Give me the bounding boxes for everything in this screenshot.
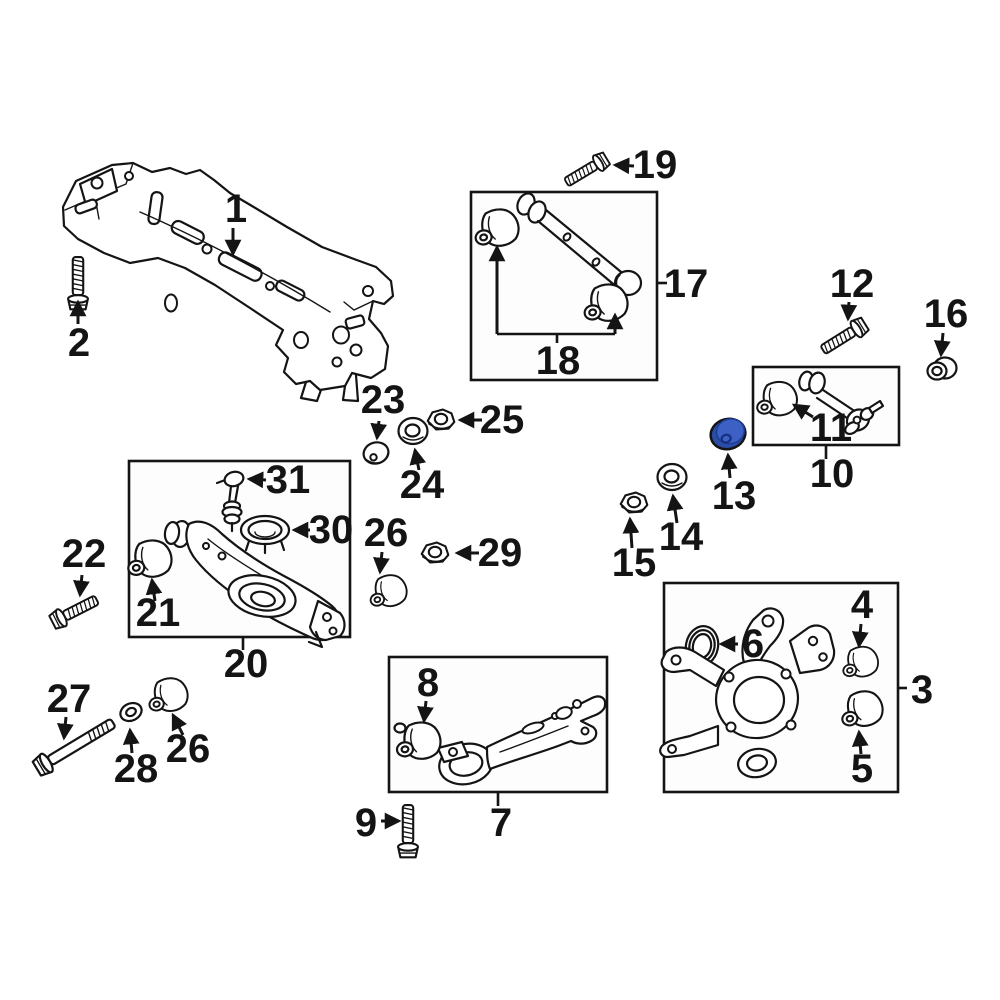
callout-21: 21 <box>136 577 181 635</box>
callout-9: 9 <box>355 801 402 845</box>
callout-7: 7 <box>490 792 512 845</box>
callout-6-label: 6 <box>742 622 764 666</box>
callout-20-label: 20 <box>224 642 269 686</box>
callout-30: 30 <box>291 508 354 552</box>
callout-4: 4 <box>851 583 874 649</box>
callout-27: 27 <box>47 677 92 741</box>
part-12-bolt <box>816 314 871 360</box>
callout-15-label: 15 <box>612 541 657 585</box>
part-29-nut <box>420 541 450 564</box>
callout-26a: 26 <box>364 511 409 575</box>
callout-31: 31 <box>246 458 311 502</box>
callout-26a-label: 26 <box>364 511 409 555</box>
callout-22: 22 <box>62 532 107 598</box>
callout-17-label: 17 <box>664 262 709 306</box>
callout-2: 2 <box>68 299 90 365</box>
callout-27-label: 27 <box>47 677 92 721</box>
callout-13-label: 13 <box>712 474 757 518</box>
callout-10-label: 10 <box>810 452 855 496</box>
part-16-nut <box>926 356 958 381</box>
part-17-lateral-arm <box>516 192 643 297</box>
callout-19: 19 <box>612 143 678 187</box>
callout-14: 14 <box>659 493 704 559</box>
callout-30-label: 30 <box>309 508 354 552</box>
callout-4-label: 4 <box>851 583 874 627</box>
callout-3-label: 3 <box>911 668 933 712</box>
callout-22-label: 22 <box>62 532 107 576</box>
part-9-bolt <box>396 804 420 859</box>
part-19-bolt <box>560 149 613 191</box>
callout-23: 23 <box>361 378 406 441</box>
part-25-nut <box>426 408 456 431</box>
part-14-washer <box>656 462 688 492</box>
part-15-nut <box>619 491 649 514</box>
callout-18: 18 <box>488 244 624 383</box>
callout-16-label: 16 <box>924 292 969 336</box>
callout-8-label: 8 <box>417 661 439 705</box>
callout-21-label: 21 <box>136 591 181 635</box>
callout-13: 13 <box>712 452 757 518</box>
part-13-grommet-highlighted <box>709 417 747 451</box>
callout-10: 10 <box>810 445 855 496</box>
part-3-knuckle <box>659 607 836 779</box>
callout-2-label: 2 <box>68 321 90 365</box>
callout-16: 16 <box>924 292 969 358</box>
callout-28-label: 28 <box>114 747 159 791</box>
callout-1: 1 <box>224 187 247 257</box>
callout-11: 11 <box>791 403 852 450</box>
callout-14-label: 14 <box>659 515 704 559</box>
part-2-bolt <box>66 256 90 311</box>
callout-5: 5 <box>851 729 873 791</box>
callout-20: 20 <box>224 637 269 686</box>
part-26-bushing-a <box>364 570 411 613</box>
callout-25-label: 25 <box>480 398 525 442</box>
callout-25: 25 <box>457 398 525 442</box>
callout-5-label: 5 <box>851 747 873 791</box>
part-26-bushing-b <box>142 673 193 718</box>
callout-23-label: 23 <box>361 378 406 422</box>
part-23-plug <box>362 441 390 465</box>
part-30-spring-seat <box>239 514 291 555</box>
callout-12: 12 <box>830 262 875 322</box>
part-28-washer <box>119 701 143 723</box>
callout-29: 29 <box>454 531 523 575</box>
callout-3: 3 <box>898 668 933 712</box>
part-8-bushing <box>392 718 470 764</box>
callout-24-label: 24 <box>400 463 445 507</box>
part-20-control-arm <box>163 519 346 649</box>
callout-26b-label: 26 <box>166 727 211 771</box>
callout-9-label: 9 <box>355 801 377 845</box>
part-27-bolt <box>30 712 120 779</box>
callout-15: 15 <box>612 516 657 585</box>
callout-6: 6 <box>718 622 764 666</box>
part-1-crossmember <box>61 161 395 403</box>
callout-28: 28 <box>114 727 159 791</box>
callout-29-label: 29 <box>478 531 523 575</box>
callout-19-label: 19 <box>633 143 678 187</box>
callout-12-label: 12 <box>830 262 875 306</box>
part-10-assist-arm <box>798 370 885 436</box>
callout-26b: 26 <box>166 712 211 771</box>
callout-31-label: 31 <box>266 458 311 502</box>
part-31-stabilizer-link <box>215 470 245 533</box>
callout-11-label: 11 <box>810 406 852 450</box>
callout-18-label: 18 <box>536 339 581 383</box>
callout-1-label: 1 <box>225 187 247 231</box>
part-22-bolt <box>47 590 102 632</box>
callout-7-label: 7 <box>490 801 512 845</box>
callout-8: 8 <box>417 661 439 724</box>
callout-24: 24 <box>400 447 445 507</box>
callout-17: 17 <box>657 262 708 306</box>
